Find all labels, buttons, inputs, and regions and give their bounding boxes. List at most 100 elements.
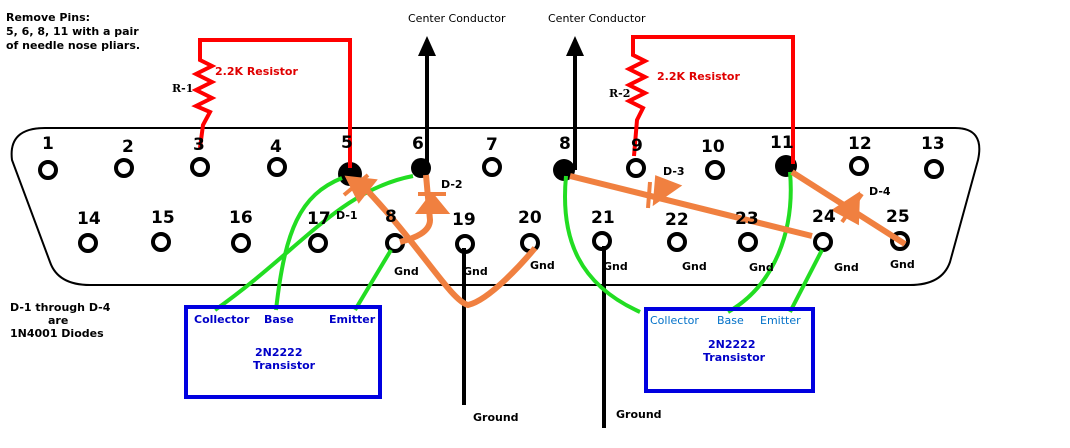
remove-pins-line-2: 5, 6, 8, 11 with a pair — [6, 25, 139, 38]
pin-label: 1 — [42, 134, 54, 154]
gnd-label: Gnd — [394, 265, 419, 278]
center-conductor-left-label: Center Conductor — [408, 12, 506, 25]
arrow-up-icon — [566, 36, 584, 56]
bottom-pin-labels: 14 15 16 17 8 19 20 21 22 23 24 25 — [77, 207, 910, 230]
pin-socket — [849, 156, 869, 176]
transistor-right-box — [644, 307, 815, 393]
resistor-r2 — [624, 35, 795, 164]
transistor-right-base: Base — [717, 314, 744, 327]
transistor-right-collector: Collector — [650, 314, 699, 327]
remove-pins-line-3: of needle nose pliars. — [6, 39, 140, 52]
pin-socket — [667, 232, 687, 252]
resistor-r1-value: 2.2K Resistor — [215, 65, 298, 78]
pin-label: 23 — [735, 209, 759, 229]
diode-d3-icon — [652, 175, 683, 207]
remove-pins-title: Remove Pins: — [6, 11, 90, 24]
resistor-r2-value: 2.2K Resistor — [657, 70, 740, 83]
pin-socket — [738, 232, 758, 252]
diode-d3-label: D-3 — [663, 165, 685, 178]
pin-label: 13 — [921, 134, 945, 154]
pin-label: 12 — [848, 134, 872, 154]
pin-socket — [308, 233, 328, 253]
pin-socket — [38, 160, 58, 180]
diode-d2-wire — [399, 174, 434, 245]
pin-label: 17 — [307, 209, 331, 229]
diodes-note-line-1: D-1 through D-4 — [10, 301, 111, 314]
pin-label: 8 — [385, 207, 397, 227]
pin-label: 4 — [270, 137, 282, 157]
pin-label: 14 — [77, 209, 101, 229]
diode-symbols — [342, 173, 864, 226]
pin-label: 8 — [559, 134, 571, 154]
pin-label: 16 — [229, 208, 253, 228]
pin-socket — [924, 159, 944, 179]
pin-socket — [267, 157, 287, 177]
pin-label: 11 — [770, 133, 794, 153]
pin-label: 2 — [122, 137, 134, 157]
gnd-label: Gnd — [890, 258, 915, 271]
pin-label: 7 — [486, 135, 498, 155]
pin-socket — [78, 233, 98, 253]
pin-label: 21 — [591, 208, 615, 228]
pin-label: 15 — [151, 208, 175, 228]
gnd-label: Gnd — [749, 261, 774, 274]
conductors — [425, 48, 606, 428]
resistor-r2-name: R-2 — [609, 87, 630, 100]
resistor-r1 — [191, 38, 352, 168]
pin-label: 25 — [886, 207, 910, 227]
pin-socket — [114, 158, 134, 178]
ground-left-label: Ground — [473, 411, 519, 424]
pin-8-solder — [553, 159, 575, 181]
pin-label: 6 — [412, 134, 424, 154]
diodes-note-line-3: 1N4001 Diodes — [10, 327, 104, 340]
transistor-left-collector: Collector — [194, 313, 250, 326]
center-conductor-right-label: Center Conductor — [548, 12, 646, 25]
pin-socket — [151, 232, 171, 252]
gnd-label: Gnd — [603, 260, 628, 273]
gnd-label: Gnd — [463, 265, 488, 278]
pin-label: 3 — [193, 135, 205, 155]
transistor-left-type: Transistor — [253, 359, 316, 372]
pin-label: 20 — [518, 208, 542, 228]
transistor-left-part: 2N2222 — [255, 346, 302, 359]
diode-d2-label: D-2 — [441, 178, 463, 191]
arrow-up-icon — [418, 36, 436, 56]
resistor-r1-name: R-1 — [172, 82, 193, 95]
transistor-left-base: Base — [264, 313, 294, 326]
pin-label: 9 — [631, 136, 643, 156]
transistor-right-emitter: Emitter — [760, 314, 801, 327]
pin-label: 24 — [812, 207, 836, 227]
gnd-labels: Gnd Gnd Gnd Gnd Gnd Gnd Gnd Gnd — [394, 258, 915, 278]
pin-socket — [705, 160, 725, 180]
gnd-label: Gnd — [834, 261, 859, 274]
diode-d1-wire — [359, 182, 538, 309]
diodes-note-line-2: are — [48, 314, 68, 327]
pin-label: 5 — [341, 133, 353, 153]
ground-right-label: Ground — [616, 408, 662, 421]
transistor-left-box — [184, 305, 382, 399]
pin-socket — [813, 232, 833, 252]
pin-socket — [231, 233, 251, 253]
diode-d4-label: D-4 — [869, 185, 891, 198]
arrow-heads — [418, 36, 584, 56]
pin-label: 19 — [452, 210, 476, 230]
transistor-right-part: 2N2222 — [708, 338, 755, 351]
gnd-label: Gnd — [682, 260, 707, 273]
pin-label: 22 — [665, 210, 689, 230]
pin-label: 10 — [701, 137, 725, 157]
diode-d3-wire — [569, 173, 813, 239]
db25-connector-outline — [10, 127, 981, 286]
diode-d1-label: D-1 — [336, 209, 358, 222]
transistor-left-emitter: Emitter — [329, 313, 376, 326]
pin-socket — [890, 231, 910, 251]
pin-socket — [626, 158, 646, 178]
gnd-label: Gnd — [530, 259, 555, 272]
diode-d2-icon — [414, 191, 451, 214]
pin-socket — [482, 157, 502, 177]
top-row-sockets — [38, 156, 944, 180]
pin-socket — [190, 157, 210, 177]
transistor-right-type: Transistor — [703, 351, 766, 364]
top-pin-labels: 1 2 3 4 5 6 7 8 9 10 11 12 13 — [42, 133, 945, 157]
green-wires — [213, 171, 824, 314]
